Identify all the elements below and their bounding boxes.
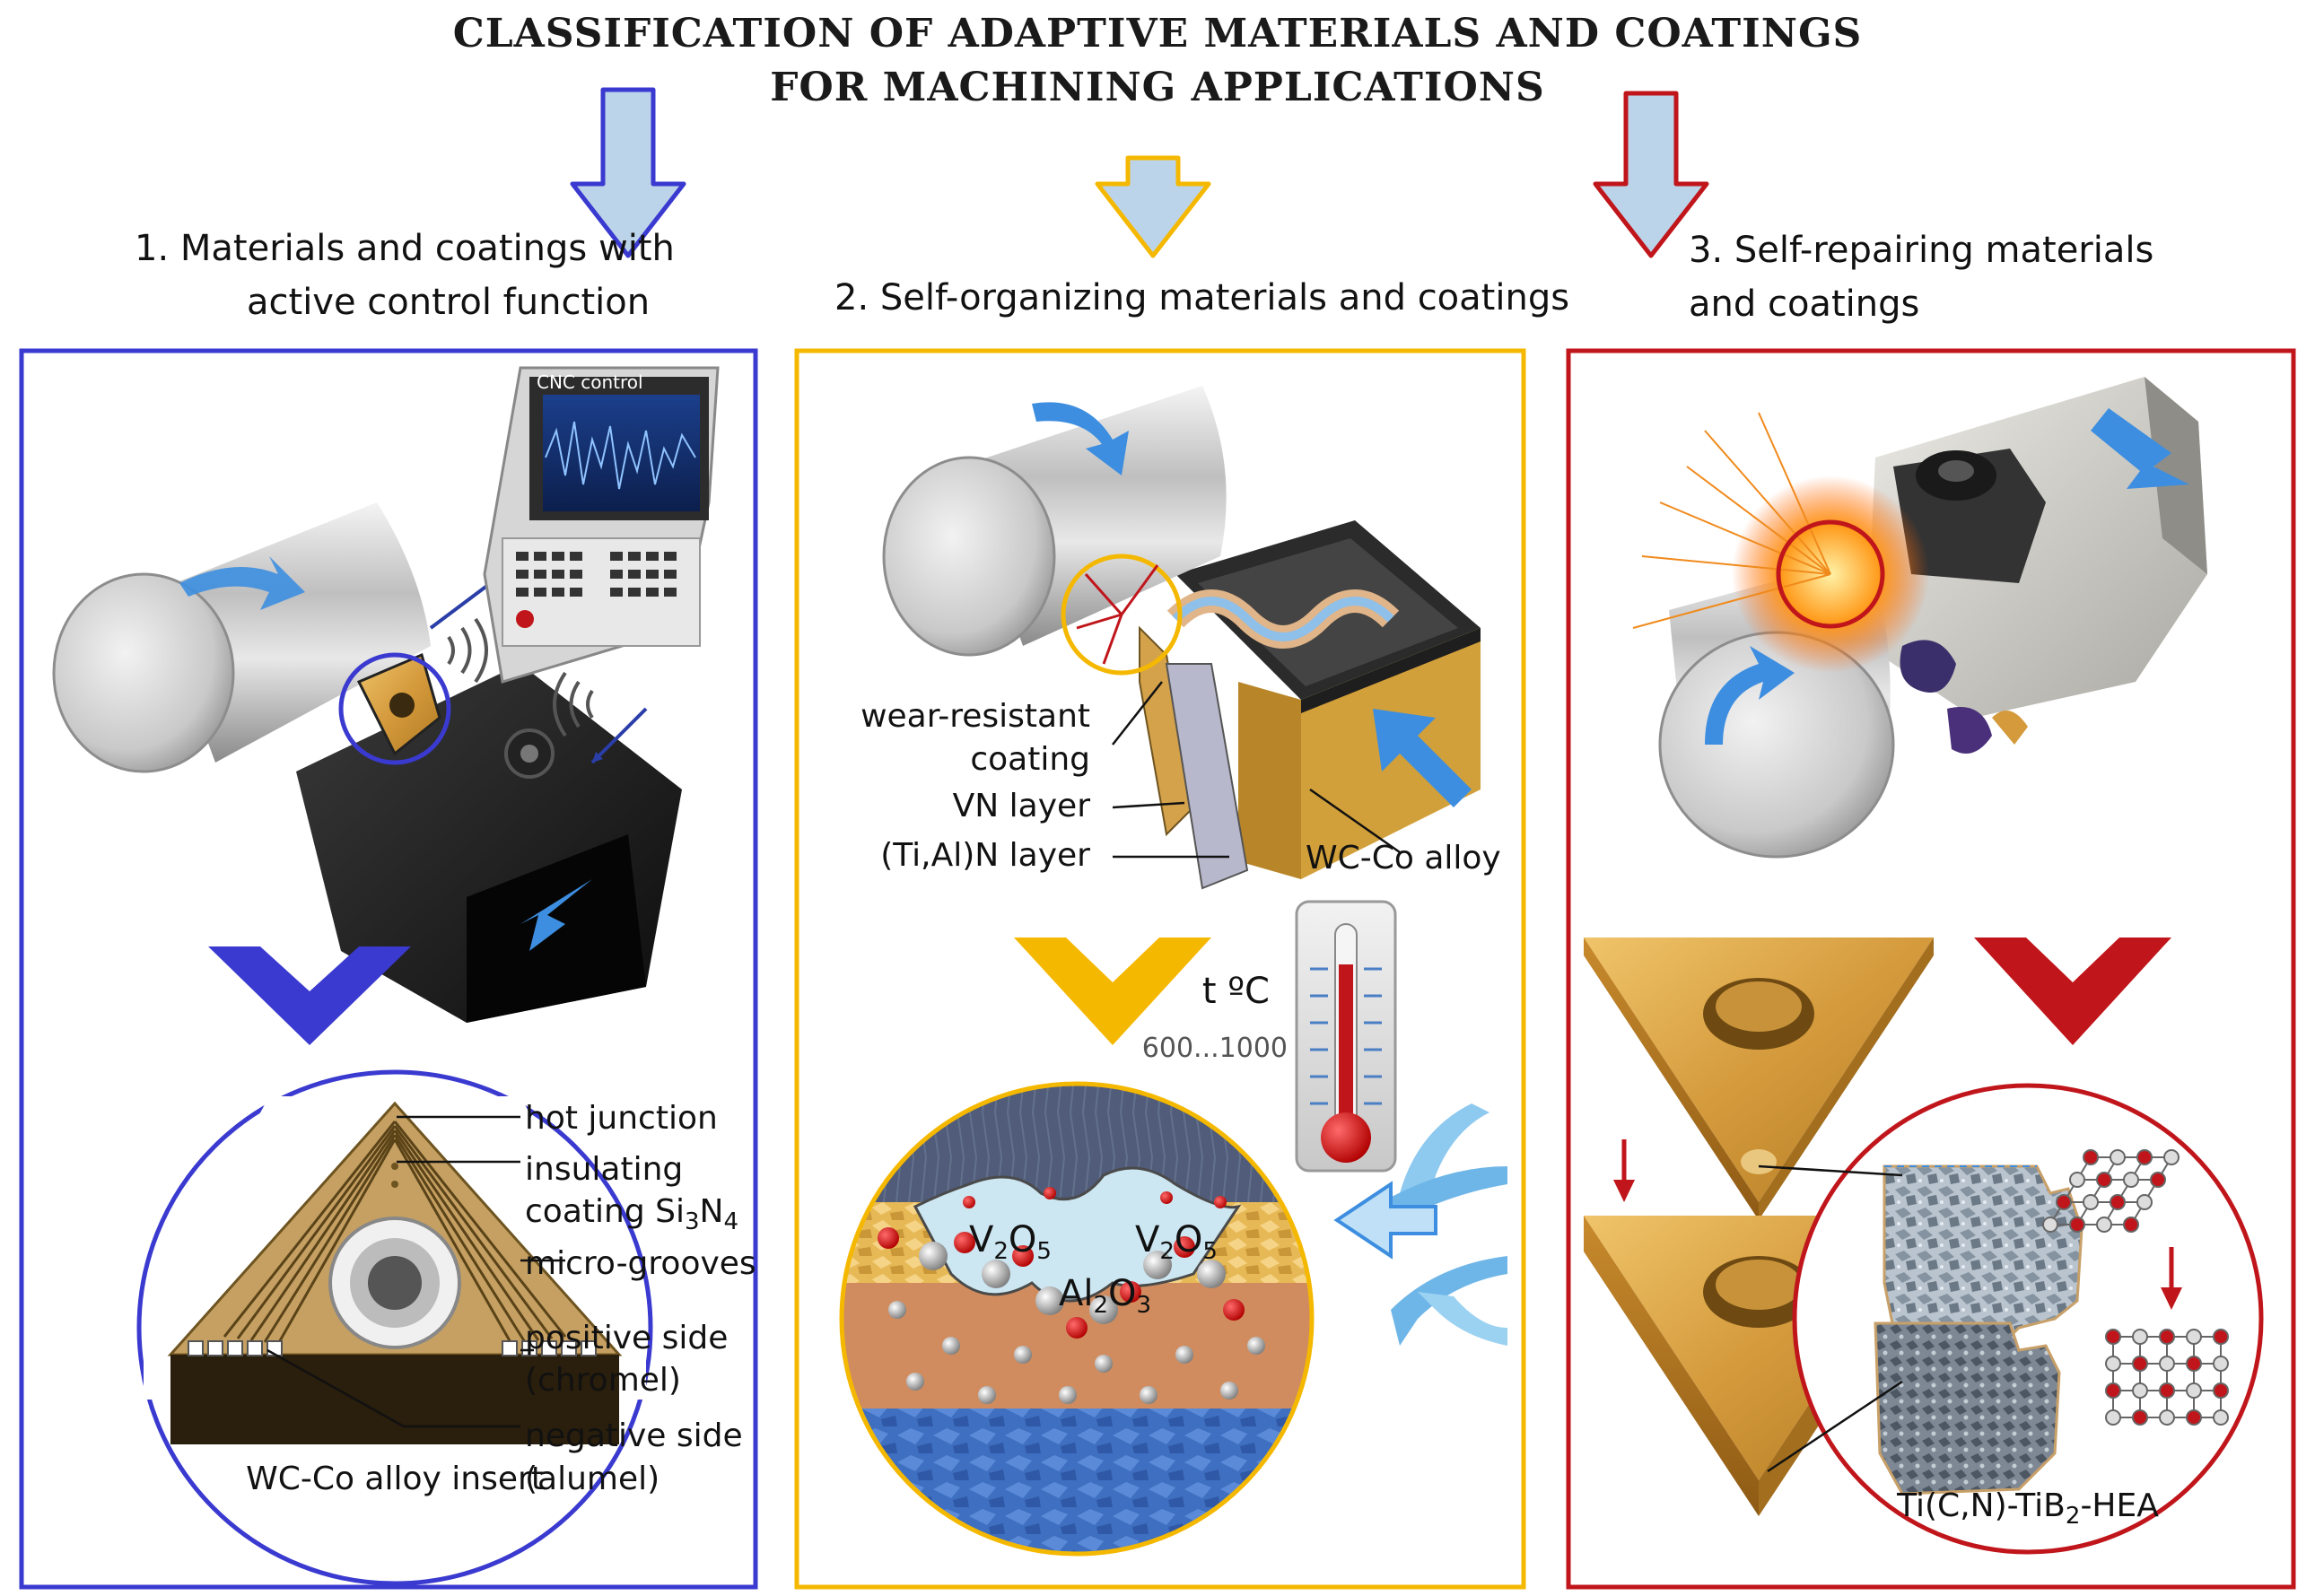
panel1-leader-lines [266, 1115, 565, 1428]
lattice-repaired [2105, 1329, 2229, 1426]
label-negative-side: negative side [525, 1417, 743, 1454]
grain-damaged [1883, 1164, 2084, 1347]
cutting-zone-circle [1061, 554, 1183, 676]
lattice-arrow [2161, 1247, 2182, 1310]
label-tialn-layer: (Ti,Al)N layer [880, 837, 1090, 874]
panel3-heading-line1: 3. Self-repairing materials [1689, 230, 2153, 271]
workpiece-cylinder [52, 502, 431, 773]
rotation-arrow-icon-3 [1705, 646, 1795, 745]
rotation-arrow-icon [179, 556, 305, 610]
chevron-down-icon [208, 946, 411, 1045]
chevron-down-icon-3 [1974, 938, 2171, 1045]
sparks-lines-icon [1632, 412, 1831, 629]
insert-highlight-circle [338, 652, 451, 765]
label-coating-si3n4: coating Si3N4 [525, 1193, 738, 1235]
label-wear-resistant: wear-resistant [860, 698, 1090, 735]
panel1-machining-scene: CNC control [52, 366, 720, 1023]
label-positive-side: positive side [525, 1320, 728, 1356]
label-v2o5-b: V2O5 [1135, 1219, 1218, 1265]
label-temperature: t ºC [1202, 971, 1270, 1012]
feed-arrow-icon-3 [2091, 408, 2189, 489]
repair-insert-top [1584, 938, 1934, 1220]
label-hot-junction: hot junction [525, 1100, 718, 1137]
label-micro-grooves: micro-grooves [525, 1245, 756, 1282]
wireless-signal-icon [447, 617, 594, 737]
label-vn-layer: VN layer [953, 788, 1091, 824]
force-arrow-icon [1373, 709, 1472, 807]
signal-arrow-down-head [592, 752, 603, 763]
label-v2o5-a: V2O5 [969, 1219, 1052, 1265]
label-wcco-alloy: WC-Co alloy [1306, 840, 1501, 876]
arrow-panel2-icon [1095, 155, 1211, 258]
panel3-microstructure [1792, 1083, 2264, 1555]
panel1-frame [19, 348, 758, 1590]
thermometer-icon [1295, 900, 1397, 1173]
clamp-dark [1893, 449, 2046, 583]
sparks-icon [1076, 564, 1159, 665]
label-chromel: (chromel) [525, 1362, 681, 1399]
signal-arrow-down [590, 707, 648, 764]
panel3-machining-scene [1632, 377, 2207, 859]
label-temperature-range: 600...1000 [1142, 1033, 1288, 1064]
label-insert: WC-Co alloy insert [246, 1461, 544, 1497]
label-composite: Ti(C,N)-TiB2-HEA [1896, 1487, 2159, 1530]
coating-layer-vn [1165, 663, 1249, 890]
arrow-panel3-icon [1593, 91, 1709, 258]
panel3-frame [1566, 348, 2296, 1590]
panel2-heading: 2. Self-organizing materials and coating… [834, 277, 1569, 318]
chips-icon [1900, 640, 2028, 754]
cnc-control-unit: CNC control [483, 366, 720, 684]
label-insulating: insulating [525, 1151, 683, 1188]
panel1-insert-detail [136, 1069, 653, 1586]
panel2-leader-lines [1112, 681, 1401, 859]
cnc-label: CNC control [537, 371, 643, 393]
grain-repaired [1874, 1321, 2061, 1496]
panel2-frame [794, 348, 1526, 1590]
panel2-microstructure [839, 1081, 1315, 1557]
label-al2o3: Al2O3 [1059, 1273, 1151, 1319]
oxide-atoms [878, 1187, 1265, 1404]
lattice-damaged [2042, 1149, 2180, 1233]
panel3-leader-lines [1758, 1164, 1903, 1473]
cooling-arrows-icon [1333, 1103, 1507, 1346]
chip-spiral [1166, 589, 1400, 649]
arrow-panel1-icon [570, 87, 686, 258]
coating-layer-wear [1139, 625, 1195, 837]
panel1-heading-line1: 1. Materials and coatings with [135, 228, 675, 269]
main-title-line2: FOR MACHINING APPLICATIONS [770, 65, 1545, 110]
label-alumel: (alumel) [525, 1461, 660, 1497]
cutting-insert [356, 652, 441, 756]
workpiece-cylinder-2 [882, 386, 1227, 657]
panel2-machining-scene [882, 386, 1481, 890]
feed-arrow-icon [520, 879, 592, 951]
cutting-zone-circle-3 [1776, 519, 1885, 629]
panel1-heading-line2: active control function [247, 282, 650, 323]
label-coating: coating [970, 741, 1090, 778]
panel3-heading-line2: and coatings [1689, 283, 1919, 325]
main-title-line1: CLASSIFICATION OF ADAPTIVE MATERIALS AND… [453, 11, 1863, 57]
insert-transition-arrow [1613, 1139, 1635, 1202]
chevron-down-icon-2 [1014, 938, 1211, 1045]
rotation-arrow-icon-2 [1032, 402, 1129, 475]
